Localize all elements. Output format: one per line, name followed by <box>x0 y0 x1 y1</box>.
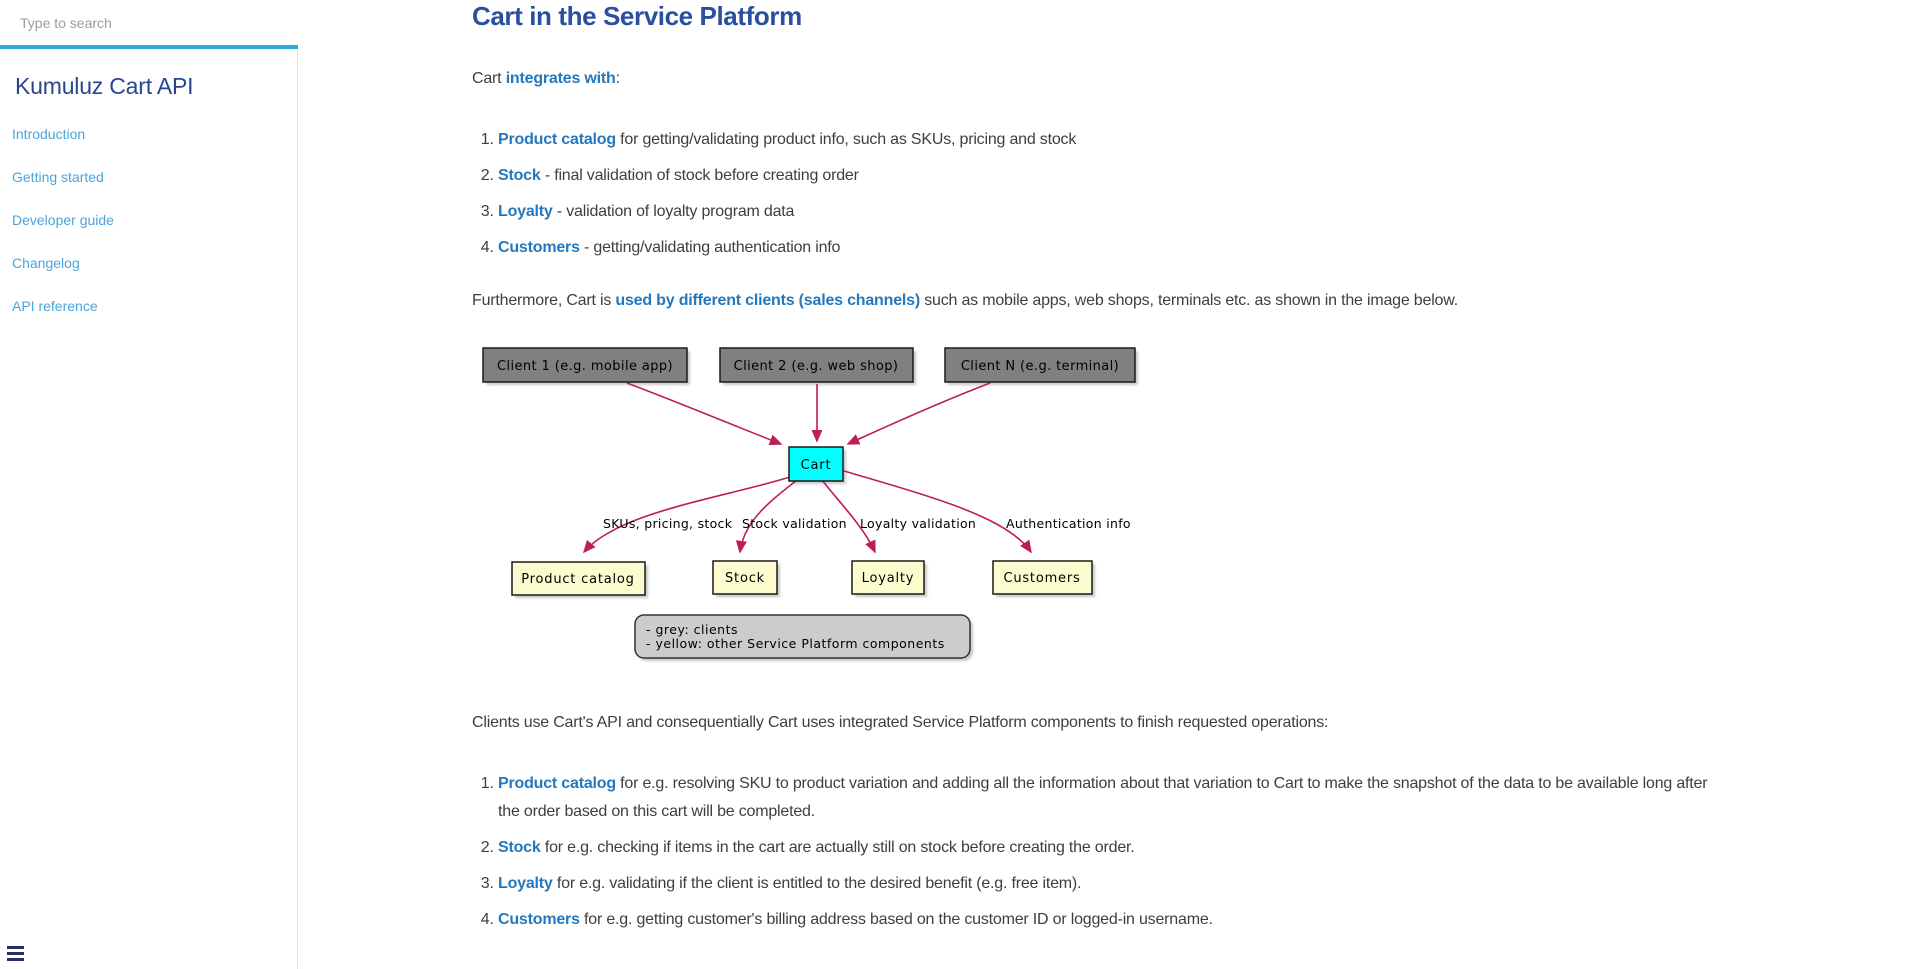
list-item-text: for getting/validating product info, suc… <box>615 131 1077 148</box>
list-item: Product catalog for getting/validating p… <box>498 122 1076 158</box>
product-catalog-link[interactable]: Product catalog <box>498 131 616 148</box>
stock-link[interactable]: Stock <box>498 167 541 184</box>
loyalty-label: Loyalty <box>862 571 915 586</box>
list-item: Loyalty - validation of loyalty program … <box>498 194 1076 230</box>
edge-label-skus: SKUs, pricing, stock <box>603 516 733 531</box>
client-2-node: Client 2 (e.g. web shop) <box>719 347 914 383</box>
sidebar-item-api-reference[interactable]: API reference <box>12 299 114 313</box>
list-item: Stock for e.g. checking if items in the … <box>498 834 1732 862</box>
intro-paragraph: Cart integrates with: <box>472 68 620 89</box>
clients-link[interactable]: used by different clients (sales channel… <box>615 292 920 309</box>
stock-link[interactable]: Stock <box>498 839 541 856</box>
furthermore-paragraph: Furthermore, Cart is used by different c… <box>472 290 1458 311</box>
list-item: Customers for e.g. getting customer's bi… <box>498 906 1732 934</box>
component-edges <box>582 470 1032 554</box>
main-content: Cart in the Service Platform Cart integr… <box>472 0 1750 969</box>
intro-colon: : <box>615 70 620 87</box>
architecture-diagram: Client 1 (e.g. mobile app) Client 2 (e.g… <box>482 347 1138 661</box>
legend-line-grey: - grey: clients <box>646 622 738 637</box>
sidebar-link[interactable]: API reference <box>12 298 98 314</box>
cart-node: Cart <box>788 446 844 482</box>
search-box <box>0 0 298 49</box>
client-n-label: Client N (e.g. terminal) <box>961 359 1119 374</box>
sidebar-nav: Introduction Getting started Developer g… <box>12 127 114 342</box>
list-item-text: - getting/validating authentication info <box>579 239 841 256</box>
operations-paragraph: Clients use Cart's API and consequential… <box>472 714 1329 731</box>
client-2-label: Client 2 (e.g. web shop) <box>734 359 899 374</box>
customers-node: Customers <box>992 560 1093 595</box>
edge-labels: SKUs, pricing, stock Stock validation Lo… <box>603 516 1131 531</box>
list-item: Loyalty for e.g. validating if the clien… <box>498 870 1732 898</box>
loyalty-link[interactable]: Loyalty <box>498 203 553 220</box>
sidebar-item-developer-guide[interactable]: Developer guide <box>12 213 114 227</box>
page-title: Cart in the Service Platform <box>472 1 802 31</box>
client-edges <box>626 382 991 446</box>
loyalty-node: Loyalty <box>851 560 925 595</box>
sidebar-item-changelog[interactable]: Changelog <box>12 256 114 270</box>
client-1-node: Client 1 (e.g. mobile app) <box>482 347 688 383</box>
loyalty-link[interactable]: Loyalty <box>498 875 553 892</box>
client-1-label: Client 1 (e.g. mobile app) <box>497 359 673 374</box>
customers-link[interactable]: Customers <box>498 911 580 928</box>
stock-label: Stock <box>725 571 765 586</box>
edge-label-auth: Authentication info <box>1006 516 1131 531</box>
sidebar: Kumuluz Cart API Introduction Getting st… <box>0 0 298 969</box>
sidebar-item-getting-started[interactable]: Getting started <box>12 170 114 184</box>
list-item: Customers - getting/validating authentic… <box>498 230 1076 266</box>
sidebar-link[interactable]: Introduction <box>12 126 86 142</box>
list-item-text: for e.g. resolving SKU to product variat… <box>498 775 1708 820</box>
sidebar-link[interactable]: Getting started <box>12 169 104 185</box>
cart-label: Cart <box>801 458 832 473</box>
sidebar-item-introduction[interactable]: Introduction <box>12 127 114 141</box>
edge-label-stock: Stock validation <box>742 516 847 531</box>
furthermore-suffix: such as mobile apps, web shops, terminal… <box>919 292 1458 309</box>
integrates-with-link[interactable]: integrates with <box>505 70 616 87</box>
search-input[interactable] <box>0 0 298 45</box>
list-item: Stock - final validation of stock before… <box>498 158 1076 194</box>
product-catalog-link[interactable]: Product catalog <box>498 775 616 792</box>
intro-text: Cart <box>472 70 506 87</box>
product-catalog-node: Product catalog <box>511 561 646 596</box>
stock-node: Stock <box>712 560 778 595</box>
list-item-text: for e.g. validating if the client is ent… <box>552 875 1082 892</box>
customers-label: Customers <box>1003 571 1080 586</box>
list-item-text: for e.g. getting customer's billing addr… <box>579 911 1213 928</box>
operations-list: Product catalog for e.g. resolving SKU t… <box>472 770 1732 942</box>
list-item-text: for e.g. checking if items in the cart a… <box>540 839 1135 856</box>
sidebar-link[interactable]: Changelog <box>12 255 80 271</box>
diagram-legend: - grey: clients - yellow: other Service … <box>634 614 971 659</box>
list-item-text: - final validation of stock before creat… <box>540 167 859 184</box>
sidebar-title: Kumuluz Cart API <box>15 73 194 99</box>
customers-link[interactable]: Customers <box>498 239 580 256</box>
list-item: Product catalog for e.g. resolving SKU t… <box>498 770 1732 826</box>
hamburger-menu-icon[interactable] <box>7 946 25 963</box>
sidebar-link[interactable]: Developer guide <box>12 212 114 228</box>
edge-label-loyalty: Loyalty validation <box>860 516 976 531</box>
integration-list: Product catalog for getting/validating p… <box>472 122 1076 266</box>
furthermore-text: Furthermore, Cart is <box>472 292 616 309</box>
legend-line-yellow: - yellow: other Service Platform compone… <box>646 636 945 651</box>
client-n-node: Client N (e.g. terminal) <box>944 347 1136 383</box>
list-item-text: - validation of loyalty program data <box>552 203 795 220</box>
product-catalog-label: Product catalog <box>521 572 635 587</box>
